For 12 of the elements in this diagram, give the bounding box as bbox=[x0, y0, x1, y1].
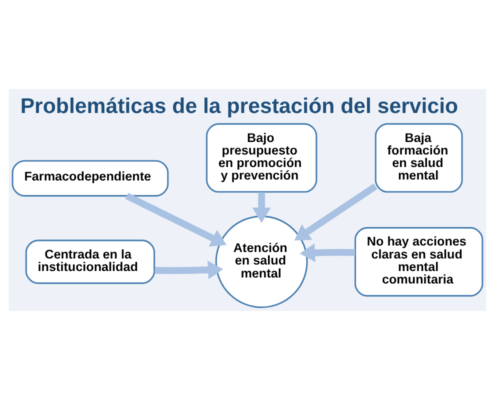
arrow bbox=[300, 243, 356, 262]
arrow bbox=[125, 192, 227, 247]
arrow bbox=[154, 260, 224, 280]
arrow bbox=[294, 183, 378, 241]
node-box: Farmacodependiente bbox=[12, 160, 169, 197]
node-circle: Atención en salud mental bbox=[215, 216, 308, 308]
node-box: Bajo presupuesto en promoción y prevención bbox=[206, 123, 318, 193]
diagram-title: Problemáticas de la prestación del servicio bbox=[20, 94, 458, 118]
node-box: Centrada en la institucionalidad bbox=[25, 240, 156, 284]
node-box: No hay acciones claras en salud mental comunitaria bbox=[354, 227, 484, 297]
node-box: Baja formación en salud mental bbox=[374, 123, 463, 193]
arrow bbox=[252, 192, 271, 223]
